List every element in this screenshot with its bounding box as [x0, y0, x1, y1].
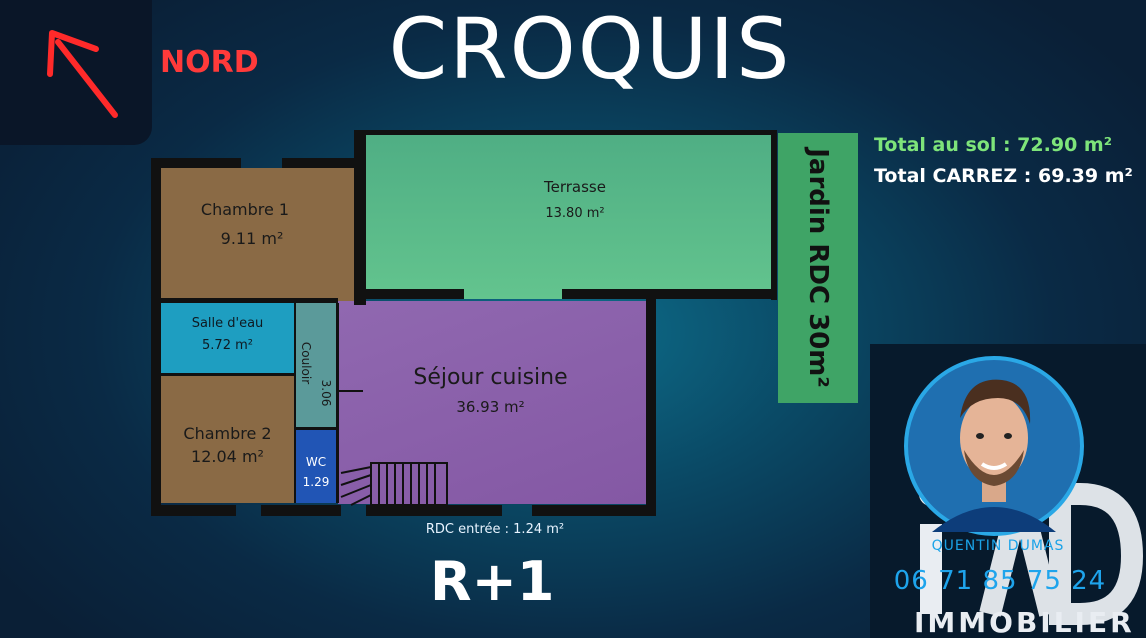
room-name: Salle d'eau: [191, 316, 264, 331]
agent-name: QUENTIN DUMAS: [931, 538, 1065, 554]
label-sejour: Séjour cuisine 36.93 m²: [388, 365, 593, 416]
wall: [151, 505, 236, 516]
wall: [282, 158, 366, 168]
label-salle-eau: Salle d'eau 5.72 m²: [161, 316, 294, 353]
room-sejour: [338, 301, 646, 504]
north-panel: [0, 0, 152, 145]
agent-panel: QUENTIN DUMAS 06 71 85 75 24 IMMOBILIER: [870, 344, 1146, 638]
room-area: 36.93 m²: [456, 398, 525, 416]
room-chambre1: [161, 168, 354, 303]
wall: [161, 373, 294, 376]
wall: [562, 289, 777, 299]
wall: [354, 289, 464, 299]
label-chambre1: Chambre 1 9.11 m²: [170, 200, 320, 248]
totals-block: Total au sol : 72.90 m² Total CARREZ : 6…: [874, 130, 1133, 192]
room-salle-eau: [161, 303, 294, 373]
total-carrez: Total CARREZ : 69.39 m²: [874, 165, 1133, 187]
wall: [339, 390, 363, 392]
room-area: 5.72 m²: [202, 338, 253, 353]
room-chambre2: [161, 376, 294, 503]
wall: [296, 427, 338, 430]
north-label: NORD: [160, 45, 259, 80]
label-wc: WC 1.29: [296, 455, 336, 489]
wall: [336, 303, 339, 503]
label-couloir: Couloir 3.06: [296, 303, 336, 427]
entree-label: RDC entrée : 1.24 m²: [425, 522, 565, 537]
brand-subtitle: IMMOBILIER: [914, 606, 1135, 638]
wall: [261, 505, 341, 516]
wall: [294, 303, 296, 503]
room-name: Couloir: [299, 341, 313, 385]
room-area: 1.29: [302, 475, 330, 489]
wall: [161, 298, 338, 303]
total-sol: Total au sol : 72.90 m²: [874, 134, 1113, 156]
agent-phone: 06 71 85 75 24: [893, 566, 1107, 596]
garden-area: Jardin RDC 30m²: [778, 133, 858, 403]
room-name: Terrasse: [544, 178, 606, 196]
room-name: WC: [305, 455, 327, 469]
wall: [151, 158, 161, 516]
room-terrasse: [366, 133, 771, 299]
garden-label: Jardin RDC 30m²: [803, 148, 833, 388]
room-couloir: [296, 303, 336, 427]
room-name: Séjour cuisine: [413, 365, 568, 390]
north-arrow-icon: [47, 30, 118, 118]
room-area: 12.04 m²: [191, 447, 264, 466]
room-area: 3.06: [319, 379, 333, 407]
wall: [646, 296, 656, 516]
agent-photo: [904, 356, 1084, 536]
label-chambre2: Chambre 2 12.04 m²: [161, 424, 294, 466]
room-name: Chambre 1: [200, 200, 290, 219]
wall: [532, 505, 656, 516]
stairs-icon: [340, 462, 448, 506]
wall: [771, 130, 777, 300]
page-title: CROQUIS: [388, 0, 792, 98]
room-area: 9.11 m²: [220, 229, 284, 248]
wall: [354, 130, 777, 135]
wall: [151, 158, 241, 168]
room-area: 13.80 m²: [545, 206, 605, 221]
floor-label: R+1: [430, 550, 555, 613]
room-wc: [296, 429, 336, 503]
wall: [366, 505, 502, 516]
wall: [354, 130, 366, 305]
label-terrasse: Terrasse 13.80 m²: [500, 178, 650, 221]
room-name: Chambre 2: [183, 424, 272, 443]
